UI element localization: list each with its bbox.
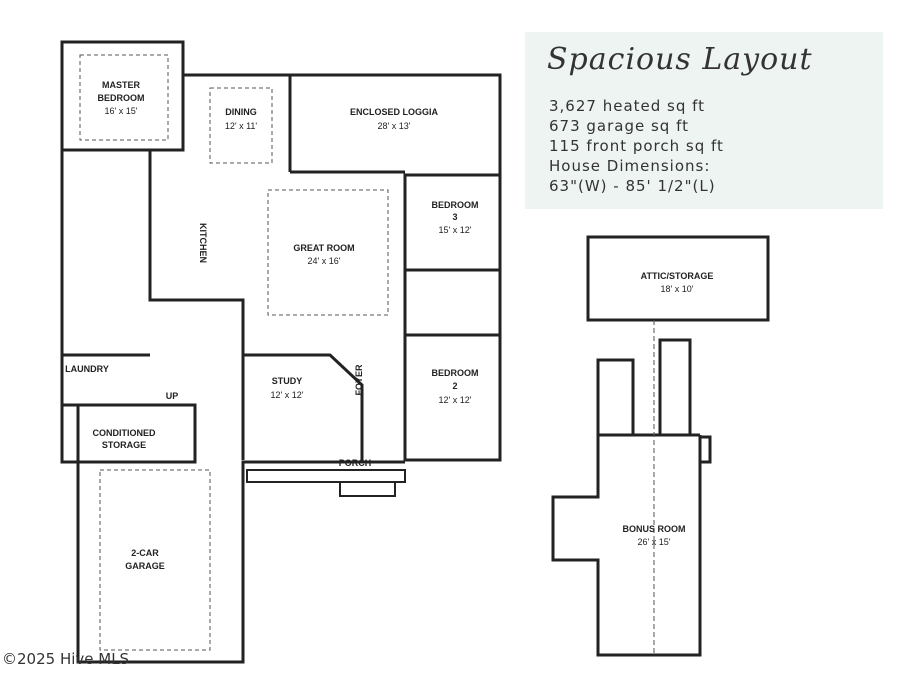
porch-outline (246, 469, 406, 497)
kitchen-label: KITCHEN (198, 223, 208, 263)
master-dim: 16' x 15' (105, 106, 138, 116)
bedroom3-dim: 15' x 12' (439, 225, 472, 235)
info-panel: Spacious Layout 3,627 heated sq ft 673 g… (525, 32, 883, 209)
upper-floor-walls (551, 235, 770, 657)
garage-label: 2-CAR (131, 548, 159, 558)
dining-dim: 12' x 11' (225, 121, 258, 131)
storage-label: CONDITIONED (93, 428, 157, 438)
bedroom3-label: BEDROOM (432, 200, 479, 210)
foyer-label: FOYER (354, 364, 364, 396)
bonus-label: BONUS ROOM (623, 524, 686, 534)
master-label: MASTER (102, 80, 141, 90)
info-title: Spacious Layout (547, 42, 813, 77)
bedroom2-label: BEDROOM (432, 368, 479, 378)
up-label: UP (166, 391, 179, 401)
ceiling-dashed-lines (79, 54, 389, 651)
laundry-label: LAUNDRY (65, 364, 109, 374)
bedroom2-dim: 12' x 12' (439, 395, 472, 405)
bonus-dim: 26' x 15' (638, 537, 671, 547)
garage-sqft: 673 garage sq ft (549, 117, 689, 135)
dimensions-heading: House Dimensions: (549, 157, 711, 175)
storage-label-2: STORAGE (102, 440, 146, 450)
great-room-dim: 24' x 16' (308, 256, 341, 266)
porch-sqft: 115 front porch sq ft (549, 137, 724, 155)
master-label-2: BEDROOM (98, 93, 145, 103)
bedroom3-label-2: 3 (452, 212, 457, 222)
info-lines: 3,627 heated sq ft 673 garage sq ft 115 … (549, 96, 724, 196)
heated-sqft: 3,627 heated sq ft (549, 97, 706, 115)
loggia-dim: 28' x 13' (378, 121, 411, 131)
loggia-label: ENCLOSED LOGGIA (350, 107, 439, 117)
dimensions-value: 63"(W) - 85' 1/2"(L) (549, 177, 716, 195)
main-floor-walls (60, 40, 502, 664)
porch-label: PORCH (339, 458, 372, 468)
bedroom2-label-2: 2 (452, 381, 457, 391)
study-label: STUDY (272, 376, 303, 386)
attic-label: ATTIC/STORAGE (641, 271, 714, 281)
great-room-label: GREAT ROOM (293, 243, 354, 253)
watermark: ©2025 Hive MLS (2, 650, 130, 668)
attic-dim: 18' x 10' (661, 284, 694, 294)
dining-label: DINING (225, 107, 257, 117)
study-dim: 12' x 12' (271, 390, 304, 400)
garage-label-2: GARAGE (125, 561, 165, 571)
